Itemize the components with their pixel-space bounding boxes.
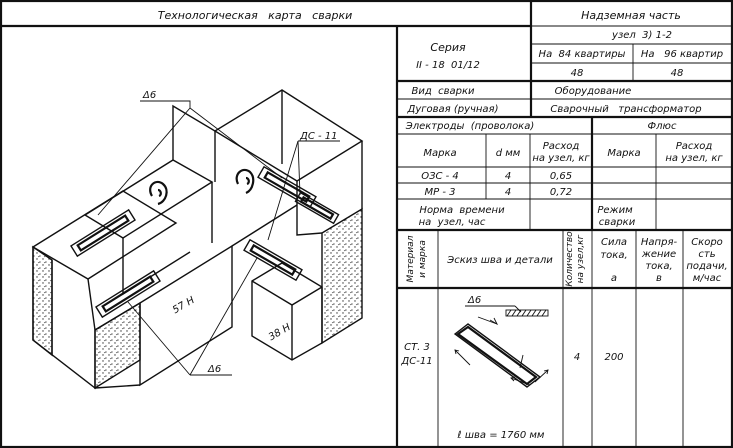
panel-label-38: 38 Н bbox=[267, 322, 293, 343]
norm-line-2: на узел, час bbox=[419, 217, 486, 228]
weld-plates bbox=[70, 165, 340, 319]
col-material-2: и марка bbox=[418, 240, 428, 278]
lifting-loop-right bbox=[235, 168, 255, 195]
equipment-label: Оборудование bbox=[555, 85, 632, 97]
electrode-row-2-mark: МР - 3 bbox=[425, 187, 456, 198]
part-label: Надземная часть bbox=[581, 9, 681, 22]
col-current-1: Сила bbox=[601, 237, 627, 248]
seam-symbol-label: Δ6 bbox=[467, 295, 481, 306]
col-speed-3: подачи, bbox=[686, 261, 727, 272]
col-current-2: тока, bbox=[600, 250, 627, 261]
col-speed-4: м/час bbox=[693, 273, 722, 284]
col-qty-2: на узел,кг bbox=[576, 234, 586, 283]
equipment-value: Сварочный трансформатор bbox=[550, 104, 701, 115]
norm-line-1: Норма времени bbox=[419, 205, 505, 216]
row-material-2: ДС-11 bbox=[400, 356, 432, 367]
flux-title: Флюс bbox=[648, 121, 677, 132]
electrode-col-mark: Марка bbox=[423, 148, 456, 159]
col-sketch: Эскиз шва и детали bbox=[446, 255, 553, 266]
per-84-value: 48 bbox=[571, 68, 584, 79]
col-material-1: Материал bbox=[406, 235, 416, 282]
flux-col-rate-2: на узел, кг bbox=[665, 153, 723, 164]
label-d6-top: Δ6 bbox=[142, 90, 156, 101]
col-voltage-4: в bbox=[656, 273, 662, 284]
electrode-row-1-d: 4 bbox=[505, 171, 511, 182]
row-current: 200 bbox=[604, 352, 623, 363]
lifting-loop-left bbox=[149, 180, 168, 206]
flux-col-mark: Марка bbox=[607, 148, 640, 159]
isometric-drawing: Δ6 ДС - 11 Δ6 57 Н 38 Н bbox=[31, 89, 364, 390]
electrode-row-2-rate: 0,72 bbox=[550, 187, 572, 198]
col-qty-1: Количество bbox=[565, 231, 575, 287]
electrode-col-d: d мм bbox=[496, 148, 521, 159]
col-voltage-2: жение bbox=[641, 249, 676, 260]
col-voltage-1: Напря- bbox=[641, 237, 678, 248]
mode-line-1: Режим bbox=[597, 205, 633, 216]
electrode-col-rate-1: Расход bbox=[543, 141, 580, 152]
node-label: узел 3) 1-2 bbox=[611, 30, 672, 41]
electrode-row-2-d: 4 bbox=[505, 187, 511, 198]
col-speed-1: Скоро bbox=[691, 237, 723, 248]
seam-length: ℓ шва = 1760 мм bbox=[458, 430, 545, 441]
per-84-label: На 84 квартиры bbox=[539, 49, 626, 60]
electrode-row-1-mark: ОЗС - 4 bbox=[421, 171, 459, 182]
weld-type-label: Вид сварки bbox=[411, 86, 475, 97]
col-current-3: а bbox=[611, 273, 617, 284]
per-96-label: На 96 квартир bbox=[641, 49, 723, 60]
seam-sketch: Δ6 bbox=[453, 295, 549, 388]
electrode-row-1-rate: 0,65 bbox=[550, 171, 572, 182]
electrode-col-rate-2: на узел, кг bbox=[532, 153, 590, 164]
series-label: Серия bbox=[430, 41, 466, 54]
mode-line-2: сварки bbox=[599, 217, 636, 228]
weld-type-value: Дуговая (ручная) bbox=[407, 104, 499, 115]
col-voltage-3: тока, bbox=[645, 261, 672, 272]
label-dc-11: ДС - 11 bbox=[299, 131, 338, 142]
per-96-value: 48 bbox=[671, 68, 684, 79]
flux-col-rate-1: Расход bbox=[676, 141, 713, 152]
panel-label-57: 57 Н bbox=[171, 295, 197, 316]
col-speed-2: сть bbox=[698, 249, 715, 260]
label-d6-bottom: Δ6 bbox=[207, 364, 221, 375]
row-qty: 4 bbox=[574, 352, 580, 363]
row-material-1: СТ. 3 bbox=[404, 342, 430, 353]
card-title: Технологическая карта сварки bbox=[158, 9, 352, 22]
electrodes-title: Электроды (проволока) bbox=[405, 121, 535, 132]
series-value: II - 18 01/12 bbox=[416, 60, 480, 71]
